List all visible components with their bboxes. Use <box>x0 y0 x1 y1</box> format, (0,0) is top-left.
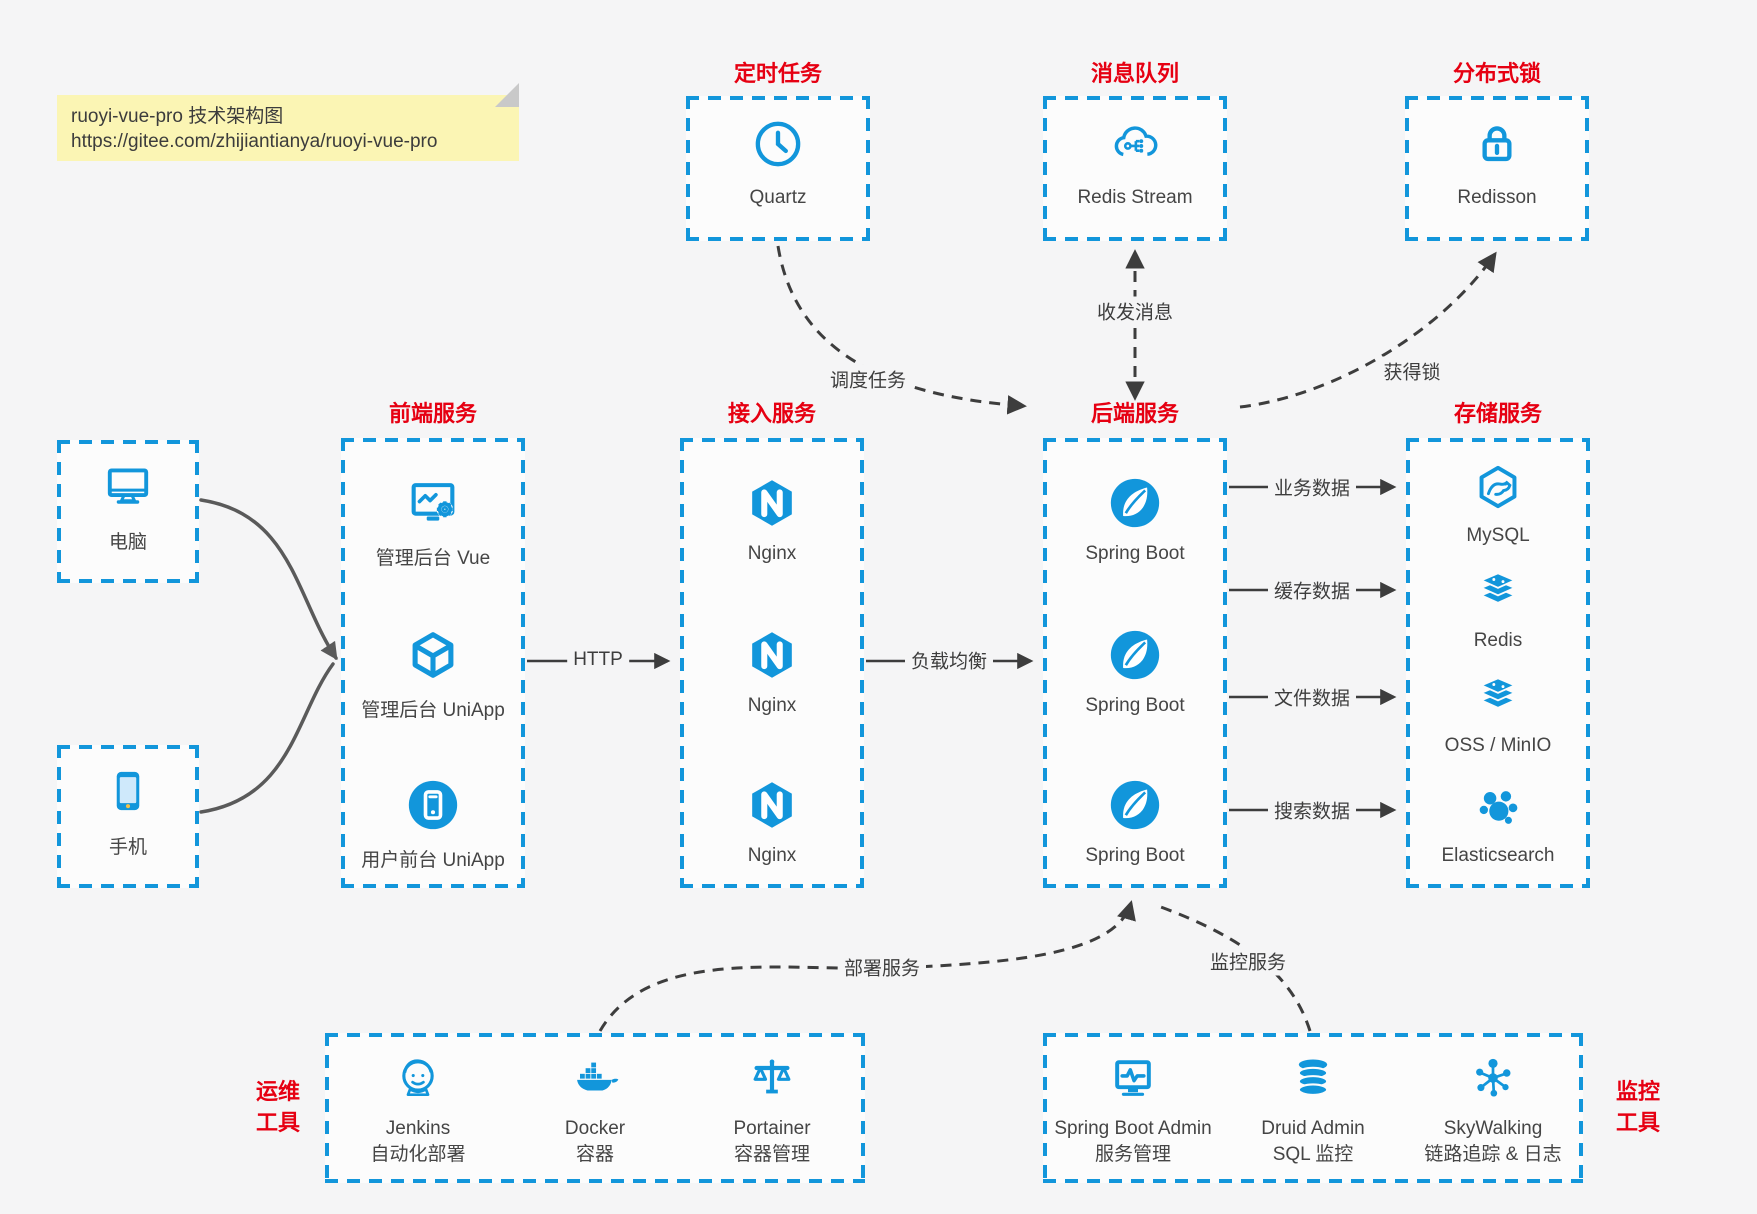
node-label: Nginx <box>747 845 797 866</box>
edge-label-business-data: 业务数据 <box>1267 472 1357 502</box>
node-label: Portainer <box>733 1118 811 1139</box>
edge-label-cache-data: 缓存数据 <box>1267 575 1357 605</box>
mysql-icon <box>1473 462 1523 512</box>
side-label-ops-tools: 运维 工具 <box>255 1079 300 1135</box>
node-label: 管理后台 UniApp <box>361 700 505 721</box>
elasticsearch-icon <box>1473 782 1523 832</box>
jenkins-icon <box>393 1053 443 1103</box>
node-label: Spring Boot Admin <box>1054 1118 1212 1139</box>
node-label: Docker <box>564 1118 626 1139</box>
node-sublabel: 链路追踪 & 日志 <box>1424 1144 1562 1165</box>
box-frontend-services: 管理后台 Vue 管理后台 UniApp 用户前台 UniApp <box>341 438 525 888</box>
mq-cloud-icon <box>1109 118 1161 170</box>
note-title: ruoyi-vue-pro 技术架构图 <box>71 106 284 127</box>
group-title-scheduled-jobs: 定时任务 <box>733 61 822 86</box>
uniapp-cube-icon <box>404 626 462 684</box>
edge-label-lock: 获得锁 <box>1377 356 1447 386</box>
node-label: Redis Stream <box>1077 187 1193 208</box>
node-sublabel: 自动化部署 <box>370 1144 466 1165</box>
node-label: Jenkins <box>385 1118 451 1139</box>
node-label: Redisson <box>1457 187 1537 208</box>
edge-label-message: 收发消息 <box>1090 296 1180 326</box>
redis-icon <box>1473 567 1523 617</box>
title-note: ruoyi-vue-pro 技术架构图 https://gitee.com/zh… <box>57 83 519 161</box>
edge-label-load-balance: 负载均衡 <box>904 645 994 675</box>
edge-phone-to-frontend <box>199 662 335 814</box>
node-label: 电脑 <box>108 532 147 553</box>
spring-boot-admin-icon <box>1108 1053 1158 1103</box>
edge-pc-to-frontend <box>199 498 338 661</box>
admin-vue-icon <box>404 474 462 532</box>
edge-get-lock <box>1239 251 1497 409</box>
docker-icon <box>570 1053 620 1103</box>
node-sublabel: 容器管理 <box>733 1144 810 1165</box>
node-sublabel: 容器 <box>575 1144 614 1165</box>
lock-icon <box>1471 118 1523 170</box>
group-title-backend: 后端服务 <box>1090 401 1179 426</box>
box-pc-client: 电脑 <box>57 440 199 583</box>
group-title-message-queue: 消息队列 <box>1090 61 1179 86</box>
spring-boot-icon <box>1106 626 1164 684</box>
spring-boot-icon <box>1106 474 1164 532</box>
node-label: SkyWalking <box>1443 1118 1543 1139</box>
node-label: 手机 <box>108 837 147 858</box>
oss-minio-icon <box>1473 672 1523 722</box>
node-sublabel: 服务管理 <box>1094 1144 1171 1165</box>
portainer-icon <box>747 1053 797 1103</box>
node-label: Spring Boot <box>1085 845 1185 866</box>
node-label: OSS / MinIO <box>1444 735 1552 756</box>
box-mobile-client: 手机 <box>57 745 199 888</box>
node-label: Spring Boot <box>1085 695 1185 716</box>
group-title-distributed-lock: 分布式锁 <box>1452 61 1541 86</box>
user-app-icon <box>404 776 462 834</box>
note-fold-corner <box>495 83 519 107</box>
group-title-access: 接入服务 <box>727 401 816 426</box>
box-backend-services: Spring Boot Spring Boot Spring Boot <box>1043 438 1227 888</box>
node-label: 管理后台 Vue <box>375 548 491 569</box>
computer-icon <box>102 460 154 512</box>
edge-label-http: HTTP <box>567 648 629 672</box>
node-label: Druid Admin <box>1261 1118 1365 1139</box>
node-label: MySQL <box>1466 525 1530 546</box>
spring-boot-icon <box>1106 776 1164 834</box>
box-storage-services: MySQL Redis OSS / MinIO Elasticsearch <box>1406 438 1590 888</box>
edge-label-monitor: 监控服务 <box>1203 946 1293 976</box>
node-label: Nginx <box>747 543 797 564</box>
box-redisson: Redisson <box>1405 96 1589 241</box>
edge-label-schedule: 调度任务 <box>823 364 913 394</box>
node-label: Redis <box>1473 630 1523 651</box>
nginx-icon <box>743 474 801 532</box>
node-label: Spring Boot <box>1085 543 1185 564</box>
nginx-icon <box>743 776 801 834</box>
group-title-storage: 存储服务 <box>1453 401 1542 426</box>
side-label-monitor-tools: 监控 工具 <box>1615 1079 1660 1135</box>
clock-icon <box>752 118 804 170</box>
phone-icon <box>102 765 154 817</box>
box-quartz: Quartz <box>686 96 870 241</box>
box-access-services: Nginx Nginx Nginx <box>680 438 864 888</box>
box-monitor-tools: Spring Boot Admin 服务管理 Druid Admin SQL 监… <box>1043 1033 1583 1183</box>
group-title-frontend: 前端服务 <box>388 401 477 426</box>
node-sublabel: SQL 监控 <box>1272 1144 1354 1165</box>
skywalking-icon <box>1468 1053 1518 1103</box>
node-label: Elasticsearch <box>1441 845 1555 866</box>
note-url: https://gitee.com/zhijiantianya/ruoyi-vu… <box>71 131 438 152</box>
node-label: Nginx <box>747 695 797 716</box>
box-redis-stream: Redis Stream <box>1043 96 1227 241</box>
edge-label-file-data: 文件数据 <box>1267 682 1357 712</box>
node-label: Quartz <box>749 187 807 208</box>
edge-label-search-data: 搜索数据 <box>1267 795 1357 825</box>
box-ops-tools: Jenkins 自动化部署 Docker 容器 Portainer 容器管理 <box>325 1033 865 1183</box>
node-label: 用户前台 UniApp <box>361 850 505 871</box>
edge-label-deploy: 部署服务 <box>837 952 927 982</box>
druid-icon <box>1288 1053 1338 1103</box>
nginx-icon <box>743 626 801 684</box>
